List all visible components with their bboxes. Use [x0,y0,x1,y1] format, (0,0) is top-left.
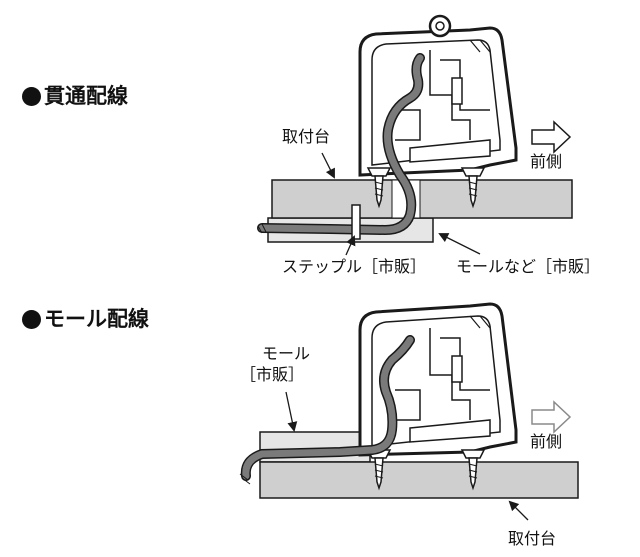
bullet-icon [22,309,41,329]
front-arrow-icon [531,400,572,434]
label-mount-top: 取付台 [282,127,331,146]
label-molding-bottom-line2: ［市販］ [240,365,305,384]
device-top [358,14,518,177]
label-front-bottom: 前側 [530,432,563,451]
label-molding-top: モールなど［市販］ [456,257,601,276]
device-bottom [358,302,518,457]
mount-board-top [271,179,573,219]
heading-through-wiring-text: 貫通配線 [44,84,128,108]
front-arrow-icon [531,120,572,154]
label-front-top: 前側 [530,152,563,171]
bullet-icon [22,86,41,106]
label-staple: ステップル［市販］ [282,257,427,276]
label-molding-bottom-line1: モール [262,344,311,363]
label-mount-bottom: 取付台 [508,529,557,548]
staple-icon [351,204,361,240]
screw-icon [460,449,486,491]
heading-molding-wiring: モール配線 [22,307,149,331]
section-molding-wiring [239,302,579,521]
mount-board-bottom [259,461,579,499]
heading-molding-wiring-text: モール配線 [44,307,149,331]
screw-icon [366,167,392,209]
screw-icon [460,167,486,209]
heading-through-wiring: 貫通配線 [22,84,128,108]
section-through-wiring [257,14,573,256]
